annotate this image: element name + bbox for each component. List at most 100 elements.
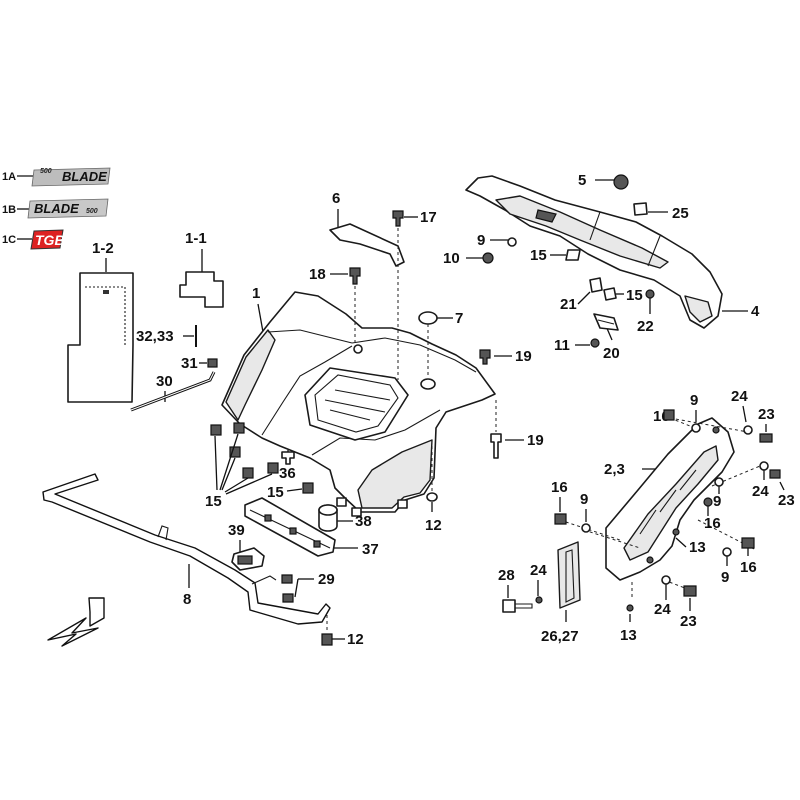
svg-text:1C: 1C: [2, 234, 16, 246]
panel-1-1: 1-1: [179, 230, 224, 308]
cap-7: 7: [418, 310, 463, 378]
svg-text:2,3: 2,3: [604, 461, 625, 478]
svg-text:1-2: 1-2: [92, 240, 114, 257]
svg-text:25: 25: [672, 205, 689, 222]
svg-text:24: 24: [752, 483, 769, 500]
svg-text:28: 28: [498, 567, 515, 584]
clip-15-d: 15: [603, 287, 643, 304]
svg-text:19: 19: [515, 348, 532, 365]
clip-15-group: 15: [205, 433, 273, 510]
bolt-19-upper: 19: [479, 348, 532, 365]
bolt-23-a: 23: [758, 406, 775, 443]
svg-text:6: 6: [332, 190, 340, 207]
svg-text:15: 15: [267, 484, 284, 501]
bracket-6: 6: [329, 190, 405, 267]
rod-30: 30: [130, 371, 216, 412]
svg-text:1: 1: [252, 285, 260, 302]
panel-1-2: 1-2: [67, 240, 134, 403]
svg-text:500: 500: [40, 168, 52, 175]
svg-text:19: 19: [527, 432, 544, 449]
clip-31: 31: [181, 355, 218, 372]
svg-text:20: 20: [603, 345, 620, 362]
svg-text:24: 24: [731, 388, 748, 405]
svg-text:16: 16: [740, 559, 757, 576]
bolt-18: 18: [309, 266, 361, 342]
clip-15-c: 15: [530, 247, 581, 264]
svg-text:15: 15: [530, 247, 547, 264]
washer-9-a: 9: [477, 232, 517, 249]
svg-text:15: 15: [205, 493, 222, 510]
svg-text:7: 7: [455, 310, 463, 327]
svg-text:23: 23: [758, 406, 775, 423]
front-direction-icon: [47, 597, 105, 647]
svg-text:1B: 1B: [2, 204, 16, 216]
washer-9-e: 9: [721, 547, 732, 586]
bolt-23-c: 23: [680, 585, 697, 630]
svg-text:4: 4: [751, 303, 760, 320]
svg-text:8: 8: [183, 591, 191, 608]
svg-text:BLADE: BLADE: [34, 201, 79, 216]
nut-12-lower: 12: [321, 615, 364, 648]
svg-text:9: 9: [721, 569, 729, 586]
svg-text:5: 5: [578, 172, 586, 189]
bolt-16-b: 16: [551, 479, 568, 525]
rear-fender-1: 1: [210, 285, 496, 517]
screws-32-33: 32,33: [136, 325, 197, 347]
frame-8: 8: [42, 473, 331, 625]
svg-text:36: 36: [279, 465, 296, 482]
svg-text:24: 24: [530, 562, 547, 579]
bolt-22: 22: [637, 289, 655, 335]
bumper-38: 38: [318, 504, 372, 532]
decal-1c: 1C TGB: [2, 229, 65, 250]
svg-text:13: 13: [689, 539, 706, 556]
bolt-16-a: 16: [653, 408, 675, 425]
svg-text:39: 39: [228, 522, 245, 539]
svg-text:26,27: 26,27: [541, 628, 579, 645]
bolt-16-c: 16: [703, 497, 721, 532]
svg-text:10: 10: [443, 250, 460, 267]
svg-text:11: 11: [554, 337, 570, 354]
rear-bumper-4: 4: [465, 175, 760, 329]
nut-10: 10: [443, 250, 494, 267]
washer-9-c: 9: [713, 477, 724, 510]
washer-9-b: 9: [690, 392, 701, 433]
bolts-29: 29: [281, 571, 335, 603]
svg-text:18: 18: [309, 266, 326, 283]
svg-text:9: 9: [690, 392, 698, 409]
decal-1b: 1B BLADE 500: [2, 198, 109, 219]
nut-13-b: 13: [620, 604, 637, 644]
washer-9-d: 9: [580, 491, 591, 533]
svg-text:32,33: 32,33: [136, 328, 174, 345]
clip-15-b: 15: [267, 484, 303, 501]
svg-text:15: 15: [626, 287, 643, 304]
svg-text:23: 23: [778, 492, 795, 509]
svg-text:12: 12: [425, 517, 442, 534]
svg-text:37: 37: [362, 541, 379, 558]
svg-text:16: 16: [551, 479, 568, 496]
svg-text:TGB: TGB: [35, 232, 65, 248]
bolt-36: 36: [279, 450, 296, 482]
bolt-23-b: 23: [769, 469, 795, 509]
clip-25: 25: [633, 202, 689, 222]
svg-text:23: 23: [680, 613, 697, 630]
svg-text:30: 30: [156, 373, 173, 390]
washer-24-d: 24: [654, 575, 671, 618]
svg-text:500: 500: [86, 208, 98, 215]
svg-text:21: 21: [560, 296, 577, 313]
bolt-28: 28: [498, 567, 533, 613]
svg-text:1-1: 1-1: [185, 230, 207, 247]
bracket-39: 39: [228, 522, 265, 571]
nut-11: 11: [554, 337, 600, 354]
svg-text:22: 22: [637, 318, 654, 335]
svg-text:24: 24: [654, 601, 671, 618]
bolt-17: 17: [392, 209, 437, 380]
svg-text:BLADE: BLADE: [62, 169, 107, 184]
bar-37: 37: [244, 497, 379, 558]
svg-text:17: 17: [420, 209, 437, 226]
decal-1a: 1A 500 BLADE: [2, 167, 111, 187]
svg-text:12: 12: [347, 631, 364, 648]
side-guard-2-3: 2,3: [604, 417, 735, 581]
svg-text:13: 13: [620, 627, 637, 644]
